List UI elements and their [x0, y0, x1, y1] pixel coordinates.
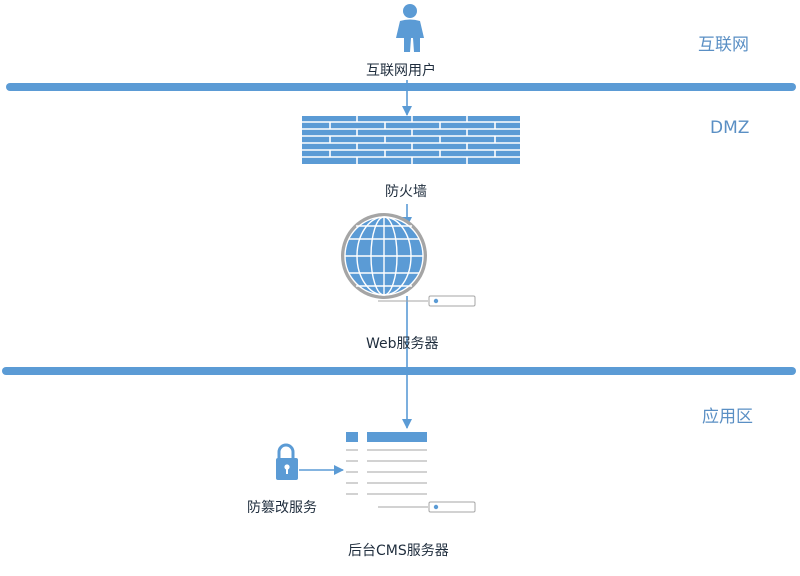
- node-label-web-server: Web服务器: [366, 336, 439, 352]
- brick-wall-icon: [302, 116, 520, 164]
- globe-icon: [341, 213, 427, 299]
- node-label-cms-server: 后台CMS服务器: [348, 543, 449, 559]
- person-icon: [396, 4, 424, 52]
- zone-label-app: 应用区: [702, 407, 753, 427]
- node-label-anti-tamper: 防篡改服务: [247, 500, 317, 516]
- cms-server-icon: [378, 501, 476, 513]
- zone-label-internet: 互联网: [698, 35, 749, 55]
- node-label-user: 互联网用户: [366, 63, 436, 79]
- document-list-icon: [346, 432, 427, 495]
- node-label-firewall: 防火墙: [385, 184, 427, 200]
- lock-icon: [276, 443, 298, 480]
- zone-label-dmz: DMZ: [710, 118, 750, 138]
- server-icon: [378, 295, 476, 307]
